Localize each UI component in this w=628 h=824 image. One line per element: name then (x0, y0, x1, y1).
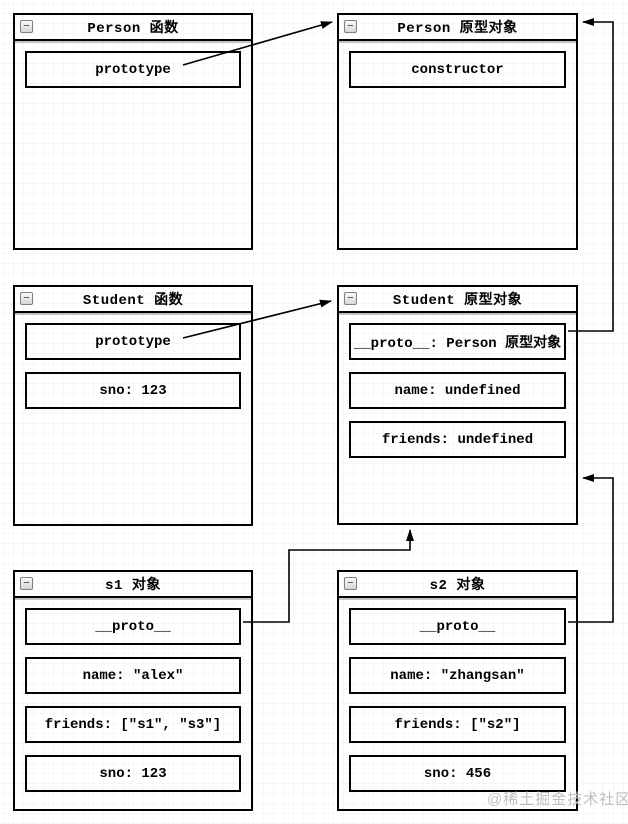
collapse-icon[interactable]: − (20, 577, 33, 590)
cell-sno[interactable]: sno: 123 (25, 755, 241, 792)
box-s1-object[interactable]: − s1 对象 __proto__ name: "alex" friends: … (13, 570, 253, 811)
collapse-icon[interactable]: − (344, 292, 357, 305)
box-title: s1 对象 (105, 578, 161, 594)
cell-friends[interactable]: friends: ["s2"] (349, 706, 566, 743)
cell-prototype[interactable]: prototype (25, 51, 241, 88)
cell-name[interactable]: name: "zhangsan" (349, 657, 566, 694)
cell-friends[interactable]: friends: ["s1", "s3"] (25, 706, 241, 743)
cell-name[interactable]: name: undefined (349, 372, 566, 409)
box-student-function-titlebar: − Student 函数 (15, 287, 251, 313)
cell-proto[interactable]: __proto__ (25, 608, 241, 645)
watermark: @稀土掘金技术社区 (487, 791, 628, 808)
cell-prototype[interactable]: prototype (25, 323, 241, 360)
box-title: Student 原型对象 (392, 293, 523, 309)
cell-proto[interactable]: __proto__ (349, 608, 566, 645)
box-student-prototype-titlebar: − Student 原型对象 (339, 287, 576, 313)
box-person-function[interactable]: − Person 函数 prototype (13, 13, 253, 250)
cell-constructor[interactable]: constructor (349, 51, 566, 88)
collapse-icon[interactable]: − (344, 20, 357, 33)
cell-name[interactable]: name: "alex" (25, 657, 241, 694)
cell-proto-link[interactable]: __proto__: Person 原型对象 (349, 323, 566, 360)
cell-sno[interactable]: sno: 456 (349, 755, 566, 792)
collapse-icon[interactable]: − (20, 292, 33, 305)
box-title: Person 原型对象 (397, 21, 518, 37)
box-person-function-titlebar: − Person 函数 (15, 15, 251, 41)
cell-friends[interactable]: friends: undefined (349, 421, 566, 458)
collapse-icon[interactable]: − (344, 577, 357, 590)
box-student-prototype[interactable]: − Student 原型对象 __proto__: Person 原型对象 na… (337, 285, 578, 525)
box-person-prototype[interactable]: − Person 原型对象 constructor (337, 13, 578, 250)
box-title: s2 对象 (429, 578, 486, 594)
collapse-icon[interactable]: − (20, 20, 33, 33)
box-title: Student 函数 (82, 293, 184, 309)
box-s2-object-titlebar: − s2 对象 (339, 572, 576, 598)
box-s2-object[interactable]: − s2 对象 __proto__ name: "zhangsan" frien… (337, 570, 578, 811)
box-student-function[interactable]: − Student 函数 prototype sno: 123 (13, 285, 253, 526)
box-person-prototype-titlebar: − Person 原型对象 (339, 15, 576, 41)
box-s1-object-titlebar: − s1 对象 (15, 572, 251, 598)
box-title: Person 函数 (87, 21, 179, 37)
cell-sno[interactable]: sno: 123 (25, 372, 241, 409)
